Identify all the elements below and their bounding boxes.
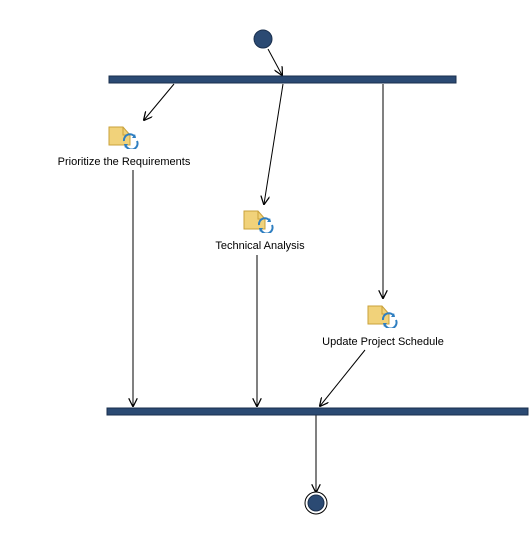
fork-bar[interactable] bbox=[108, 75, 457, 84]
activity-label-prioritize[interactable]: Prioritize the Requirements bbox=[57, 156, 191, 168]
edge-initial-to-fork bbox=[267, 48, 282, 75]
activity-label-technical[interactable]: Technical Analysis bbox=[215, 240, 305, 252]
activity-icon[interactable] bbox=[108, 125, 140, 149]
activity-icon[interactable] bbox=[367, 304, 399, 328]
edge-fork-to-prioritize bbox=[144, 83, 175, 120]
final-node-inner bbox=[307, 494, 325, 512]
join-bar[interactable] bbox=[106, 407, 529, 416]
activity-label-update[interactable]: Update Project Schedule bbox=[322, 336, 444, 348]
initial-node[interactable] bbox=[253, 29, 273, 49]
edge-fork-to-technical bbox=[264, 83, 284, 204]
edge-update-to-join bbox=[320, 349, 366, 406]
activity-icon[interactable] bbox=[243, 209, 275, 233]
